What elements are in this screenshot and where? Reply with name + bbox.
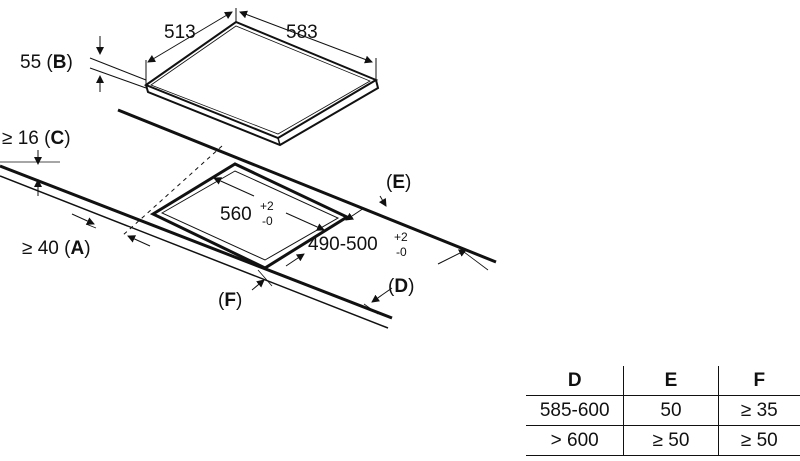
clearance-table: D E F 585-600 50 ≥ 35 > 600 ≥ 50 ≥ 50 (526, 366, 800, 456)
clearance-e-label: (E) (386, 172, 411, 193)
cutout-depth-label: 490-500 (308, 234, 378, 255)
clearance-c-label: ≥ 16 (C) (2, 128, 71, 149)
cutout-depth-tol-plus: +2 (394, 230, 408, 244)
clearance-dimensions (0, 150, 489, 315)
clearance-a-label: ≥ 40 (A) (22, 238, 91, 259)
cooktop-height-label: 55 (B) (20, 52, 73, 73)
table-cell: > 600 (526, 425, 624, 456)
table-cell: ≥ 35 (717, 395, 800, 426)
table-cell: 585-600 (526, 395, 624, 426)
table-cell: 50 (623, 395, 719, 426)
cutout-dimensions (213, 177, 365, 267)
table-header-f: F (717, 366, 800, 396)
table-cell: ≥ 50 (623, 425, 719, 456)
clearance-f-label: (F) (218, 290, 242, 311)
cooktop-dimensions (89, 8, 377, 92)
table-cell: ≥ 50 (717, 425, 800, 456)
cooktop-depth-label: 513 (164, 22, 196, 43)
clearance-d-label: (D) (388, 276, 414, 297)
worktop-drawing (0, 108, 497, 329)
cooktop-width-label: 583 (286, 22, 318, 43)
table-header-d: D (526, 366, 624, 396)
table-row: 585-600 50 ≥ 35 (526, 395, 800, 426)
cutout-depth-tol-minus: -0 (396, 245, 407, 259)
table-header-row: D E F (526, 366, 800, 396)
cutout-width-tol-minus: -0 (262, 214, 273, 228)
table-header-e: E (623, 366, 719, 396)
table-row: > 600 ≥ 50 ≥ 50 (526, 425, 800, 456)
cutout-width-label: 560 (220, 204, 252, 225)
cutout-width-tol-plus: +2 (260, 199, 274, 213)
